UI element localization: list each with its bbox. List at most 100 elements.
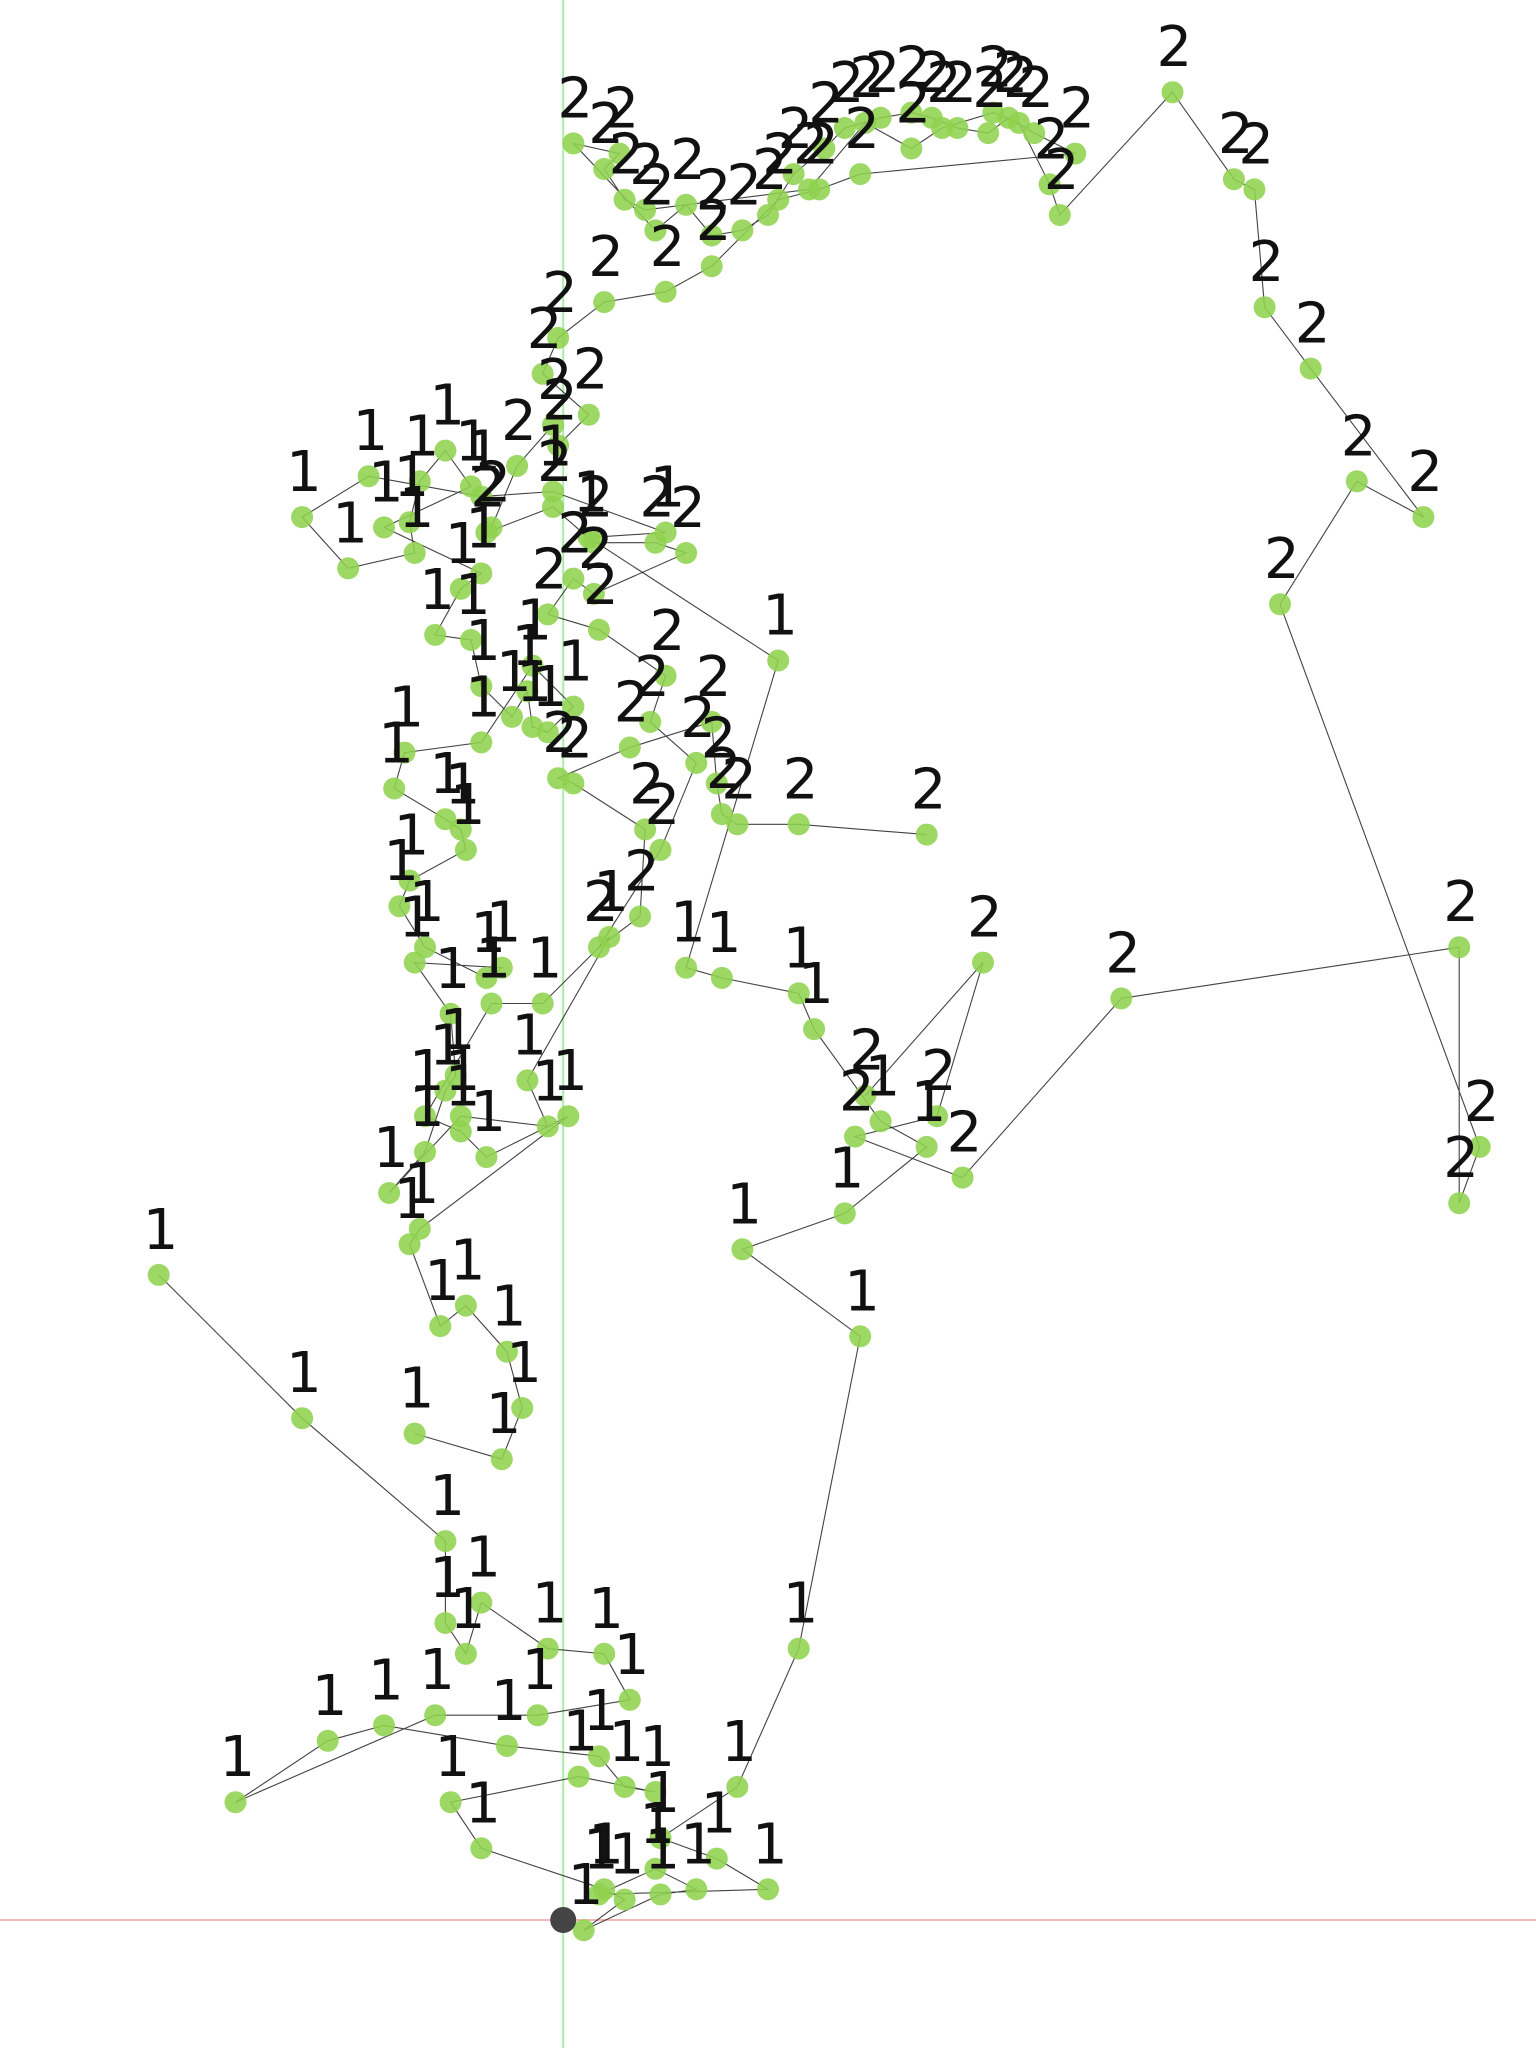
series-1-point-label: 1 — [465, 609, 501, 674]
series-2-point-label: 2 — [829, 51, 865, 116]
series-2-point-label: 2 — [527, 297, 563, 362]
series-1-point-label: 1 — [429, 1546, 465, 1611]
data-points — [147, 81, 1491, 1942]
series-2-point-label: 2 — [624, 840, 660, 905]
series-1-point — [470, 1837, 493, 1860]
series-1-point-label: 1 — [614, 1623, 650, 1688]
series-2-point-label: 2 — [537, 348, 573, 413]
series-1-point-label: 1 — [865, 1044, 901, 1109]
series-2-point-label: 2 — [542, 368, 578, 433]
series-1-point-label: 1 — [752, 1812, 788, 1877]
series-2-point — [700, 710, 723, 733]
series-1-point-label: 1 — [491, 1669, 527, 1734]
series-2-point — [547, 767, 570, 790]
series-1-point — [787, 982, 810, 1005]
series-2-point-label: 2 — [1044, 138, 1080, 203]
series-2-point-label: 2 — [911, 758, 947, 823]
series-1-point — [516, 680, 539, 703]
series-1-point-label: 1 — [762, 584, 798, 649]
series-1-point-label: 1 — [583, 1817, 619, 1882]
series-2-point — [629, 905, 651, 928]
series-1-point — [588, 1883, 610, 1906]
series-2-point — [1023, 122, 1046, 145]
series-1-point — [567, 1765, 590, 1788]
series-1-point — [383, 777, 406, 800]
series-1-point-label: 1 — [373, 1116, 409, 1181]
series-2-point-label: 2 — [578, 466, 614, 531]
series-2-point-label: 2 — [542, 701, 578, 766]
series-1-point — [480, 992, 503, 1015]
series-1-point — [470, 731, 493, 754]
series-1-point — [705, 1847, 728, 1870]
series-2-point — [582, 582, 605, 605]
series-2-point — [705, 772, 728, 795]
series-2-point — [731, 219, 754, 242]
series-2-point-label: 2 — [849, 46, 885, 111]
series-1-point — [424, 1704, 447, 1727]
series-1-point — [915, 1135, 938, 1158]
series-2-point-label: 2 — [803, 112, 839, 177]
series-1-point-label: 1 — [424, 1249, 460, 1314]
series-1-point-label: 1 — [726, 1172, 762, 1237]
series-2-point-label: 2 — [1341, 404, 1377, 469]
series-1-point-label: 1 — [783, 916, 819, 981]
series-2-point — [1448, 1192, 1471, 1215]
series-1-point-label: 1 — [470, 901, 506, 966]
series-1-point-label: 1 — [455, 409, 491, 474]
series-1-point — [291, 1407, 314, 1430]
series-2-point-label: 2 — [839, 1060, 875, 1125]
series-1-point-label: 1 — [429, 1464, 465, 1529]
series-2-point-label: 2 — [808, 72, 844, 137]
series-2-point — [588, 618, 610, 641]
series-1-point-label: 1 — [429, 742, 465, 807]
series-2-point-label: 2 — [583, 553, 619, 618]
series-1-point-label: 1 — [609, 1823, 645, 1888]
series-2-point — [1269, 593, 1291, 616]
series-2-point-label: 2 — [1249, 230, 1285, 295]
series-2-point-label: 2 — [926, 51, 962, 116]
series-2-point-label: 2 — [921, 1039, 957, 1104]
series-1-point — [434, 1530, 457, 1553]
series-1-point — [337, 557, 360, 580]
series-2-point-label: 2 — [634, 645, 670, 710]
series-1-point-label: 1 — [409, 1075, 445, 1140]
series-2-point-label: 2 — [941, 51, 977, 116]
series-1-point-label: 1 — [312, 1664, 348, 1729]
series-1-point — [731, 1238, 754, 1261]
series-1-point-label: 1 — [517, 650, 553, 715]
series-2-point — [547, 326, 570, 349]
series-1-point — [618, 1688, 641, 1711]
series-2-point-label: 2 — [639, 466, 675, 531]
series-2-point — [634, 198, 657, 221]
series-2-point-label: 2 — [721, 747, 757, 812]
series-2-point-label: 2 — [967, 886, 1003, 951]
series-1-point-label: 1 — [506, 1331, 542, 1396]
series-1-point-label: 1 — [609, 1710, 645, 1775]
series-1-point — [849, 1325, 872, 1348]
series-1-point — [357, 465, 380, 488]
series-2-point-label: 2 — [1003, 46, 1039, 111]
series-2-point — [900, 137, 923, 160]
series-1-point-label: 1 — [450, 773, 486, 838]
series-2-point-label: 2 — [895, 36, 931, 101]
series-1-point — [495, 1734, 518, 1757]
series-1-point-label: 1 — [511, 1003, 547, 1068]
series-1-point — [588, 1745, 610, 1768]
series-2-point-label: 2 — [670, 476, 706, 541]
series-1-point — [542, 480, 564, 503]
series-1-point-label: 1 — [389, 676, 425, 741]
series-2-point — [849, 163, 872, 186]
series-2-point-label: 2 — [680, 686, 716, 751]
series-1-point-label: 1 — [522, 1638, 558, 1703]
series-1-point-label: 1 — [588, 1577, 624, 1642]
series-1-point — [726, 1775, 749, 1798]
series-2-point — [1345, 470, 1368, 493]
series-1-point — [562, 695, 585, 718]
series-1-point — [644, 1781, 667, 1803]
series-1-point-label: 1 — [368, 1648, 404, 1713]
series-1-point-label: 1 — [486, 891, 522, 956]
series-2-point-label: 2 — [793, 112, 829, 177]
series-1-point-label: 1 — [450, 1577, 486, 1642]
series-2-point — [1468, 1135, 1491, 1158]
